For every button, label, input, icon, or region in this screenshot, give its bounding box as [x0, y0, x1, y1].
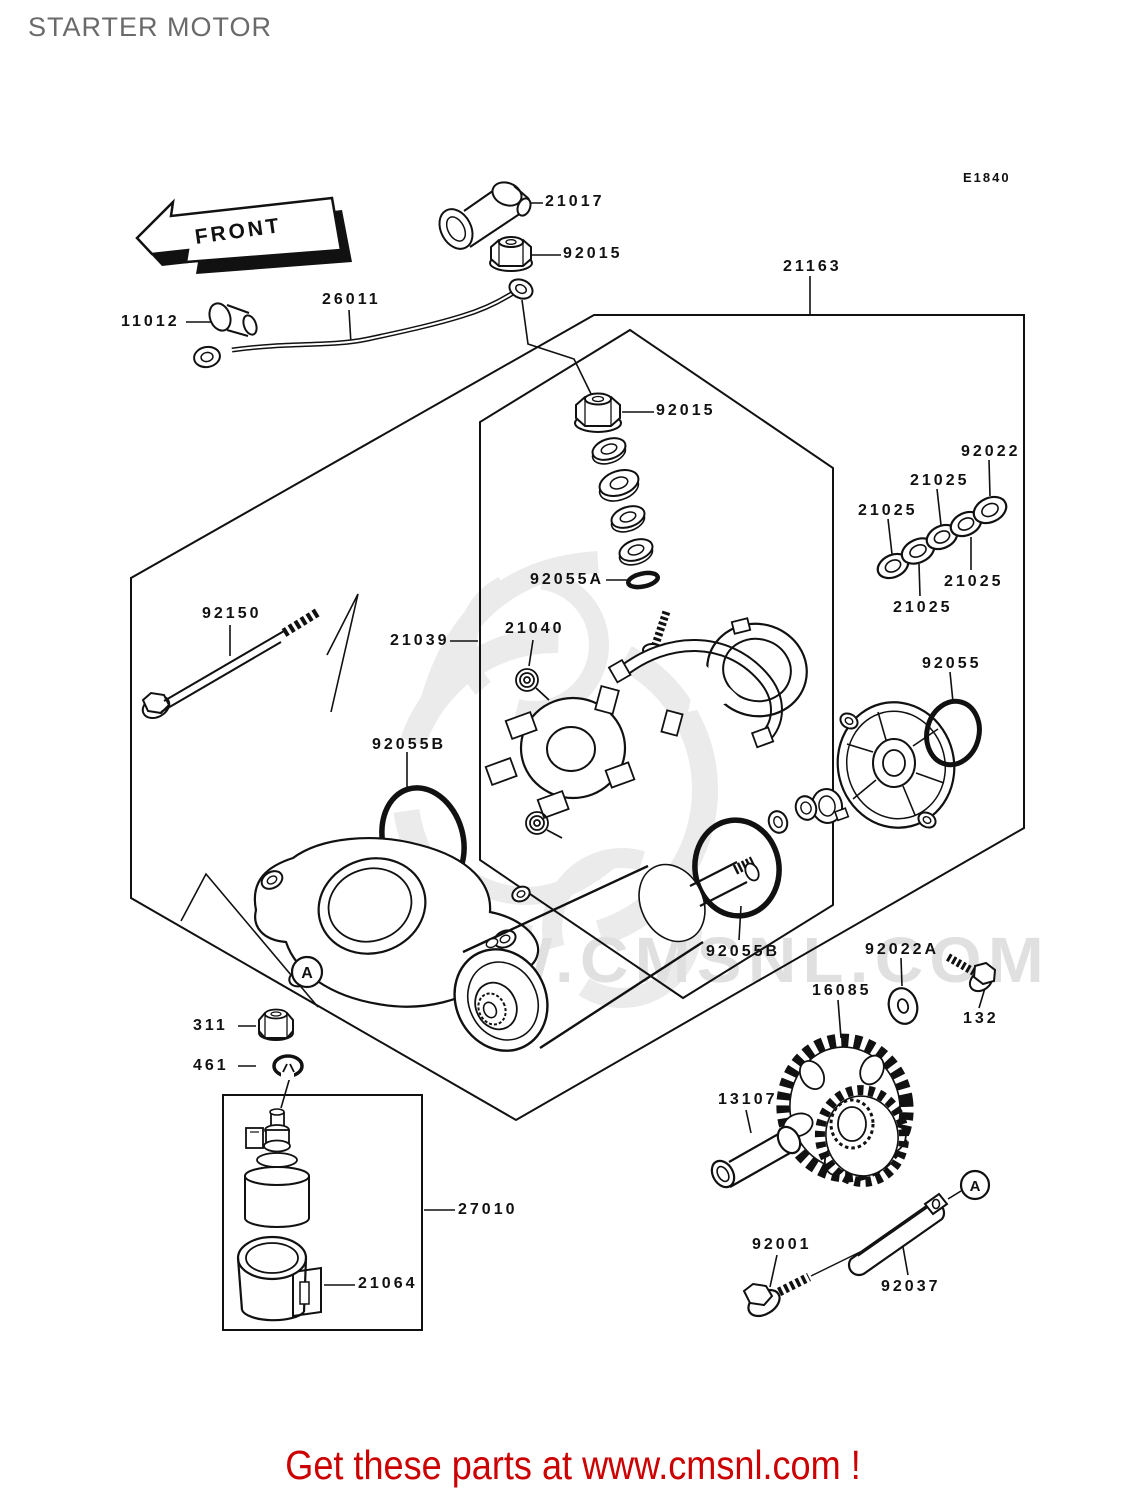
part-drawing-bearing-retainer — [810, 788, 850, 824]
part-label-461[interactable]: 461 — [193, 1057, 229, 1074]
part-label-311[interactable]: 311 — [193, 1017, 228, 1034]
part-label-21025-4[interactable]: 21025 — [893, 599, 953, 616]
part-drawing-92015-nut-upper — [489, 236, 533, 272]
part-drawing-washer-stack — [591, 437, 654, 566]
part-drawing-brush-cap-cring — [688, 617, 808, 718]
part-label-92055B-2[interactable]: 92055B — [706, 943, 781, 960]
part-drawing-21040-springs — [515, 668, 563, 839]
front-arrow: FRONT — [135, 196, 352, 274]
part-drawing-92001-bolt — [742, 1251, 861, 1318]
part-drawing-92015-nut-lower — [574, 392, 622, 433]
part-drawing-92055A-oring — [626, 570, 660, 590]
footer-banner-link[interactable]: Get these parts at www.cmsnl.com ! — [285, 1442, 861, 1488]
part-label-21025-2[interactable]: 21025 — [858, 502, 918, 519]
part-drawing-92055B-oring-rear — [692, 817, 782, 919]
part-drawing-311-nut — [258, 1008, 294, 1041]
part-label-92022[interactable]: 92022 — [961, 443, 1021, 460]
part-label-21025[interactable]: 21025 — [910, 472, 970, 489]
part-label-92150[interactable]: 92150 — [202, 605, 262, 622]
part-label-92055A[interactable]: 92055A — [530, 571, 605, 588]
part-label-21040[interactable]: 21040 — [505, 620, 565, 637]
part-drawing-11012-cap — [208, 302, 258, 337]
part-label-92037[interactable]: 92037 — [881, 1278, 941, 1295]
part-label-16085[interactable]: 16085 — [812, 982, 872, 999]
part-drawing-92150-bolt — [141, 608, 321, 720]
part-label-92022A[interactable]: 92022A — [865, 941, 940, 958]
leader-lines — [180, 202, 991, 1288]
part-drawing-21064-holder — [236, 1235, 322, 1322]
part-drawing-21025-92022-washers — [876, 495, 1008, 580]
part-label-92055[interactable]: 92055 — [922, 655, 982, 672]
detail-marker-a-clamp: A — [959, 1169, 991, 1201]
part-label-92055B[interactable]: 92055B — [372, 736, 447, 753]
part-drawing-21017-boot — [438, 181, 532, 250]
part-drawing-shaft-washers — [767, 795, 818, 834]
part-drawing-132-bolt — [946, 953, 997, 993]
detail-marker-a-front: A — [290, 955, 324, 989]
part-label-21017[interactable]: 21017 — [545, 193, 605, 210]
part-label-27010[interactable]: 27010 — [458, 1201, 518, 1218]
outer-assembly-box-21163 — [130, 314, 1025, 1122]
part-drawing-13107-pin — [710, 1125, 802, 1189]
part-label-132[interactable]: 132 — [963, 1010, 999, 1027]
part-drawing-motor-body — [453, 856, 760, 1052]
part-label-92015-2[interactable]: 92015 — [656, 402, 716, 419]
svg-text:A: A — [970, 1178, 981, 1195]
part-label-21039[interactable]: 21039 — [390, 632, 450, 649]
part-drawing-92022A-washer — [887, 987, 919, 1025]
part-label-92015[interactable]: 92015 — [563, 245, 623, 262]
part-drawing-92037-clamp — [847, 1192, 949, 1277]
part-label-21025-3[interactable]: 21025 — [944, 573, 1004, 590]
part-drawing-26011-cable — [193, 278, 534, 369]
svg-text:A: A — [301, 965, 313, 982]
part-label-26011[interactable]: 26011 — [322, 291, 381, 308]
part-label-11012[interactable]: 11012 — [121, 313, 180, 330]
part-drawing-21039-brush-plate — [484, 684, 684, 819]
diagram-code: E1840 — [963, 170, 1011, 185]
part-label-21064[interactable]: 21064 — [358, 1275, 418, 1292]
part-label-21163[interactable]: 21163 — [783, 258, 842, 275]
part-drawing-92055-oring — [924, 698, 982, 768]
part-drawing-brush-holder-fork — [607, 608, 783, 749]
part-drawing-27010-relay — [244, 1108, 310, 1228]
inner-assembly-box-21039 — [479, 328, 834, 1000]
part-drawing-461-washer — [272, 1054, 304, 1080]
front-arrow-face — [135, 196, 343, 264]
relay-box-27010 — [222, 1094, 423, 1331]
part-label-13107[interactable]: 13107 — [718, 1091, 778, 1108]
part-drawing-16085-gear — [776, 1033, 914, 1187]
part-label-92001[interactable]: 92001 — [752, 1236, 812, 1253]
page-title: STARTER MOTOR — [28, 12, 273, 42]
